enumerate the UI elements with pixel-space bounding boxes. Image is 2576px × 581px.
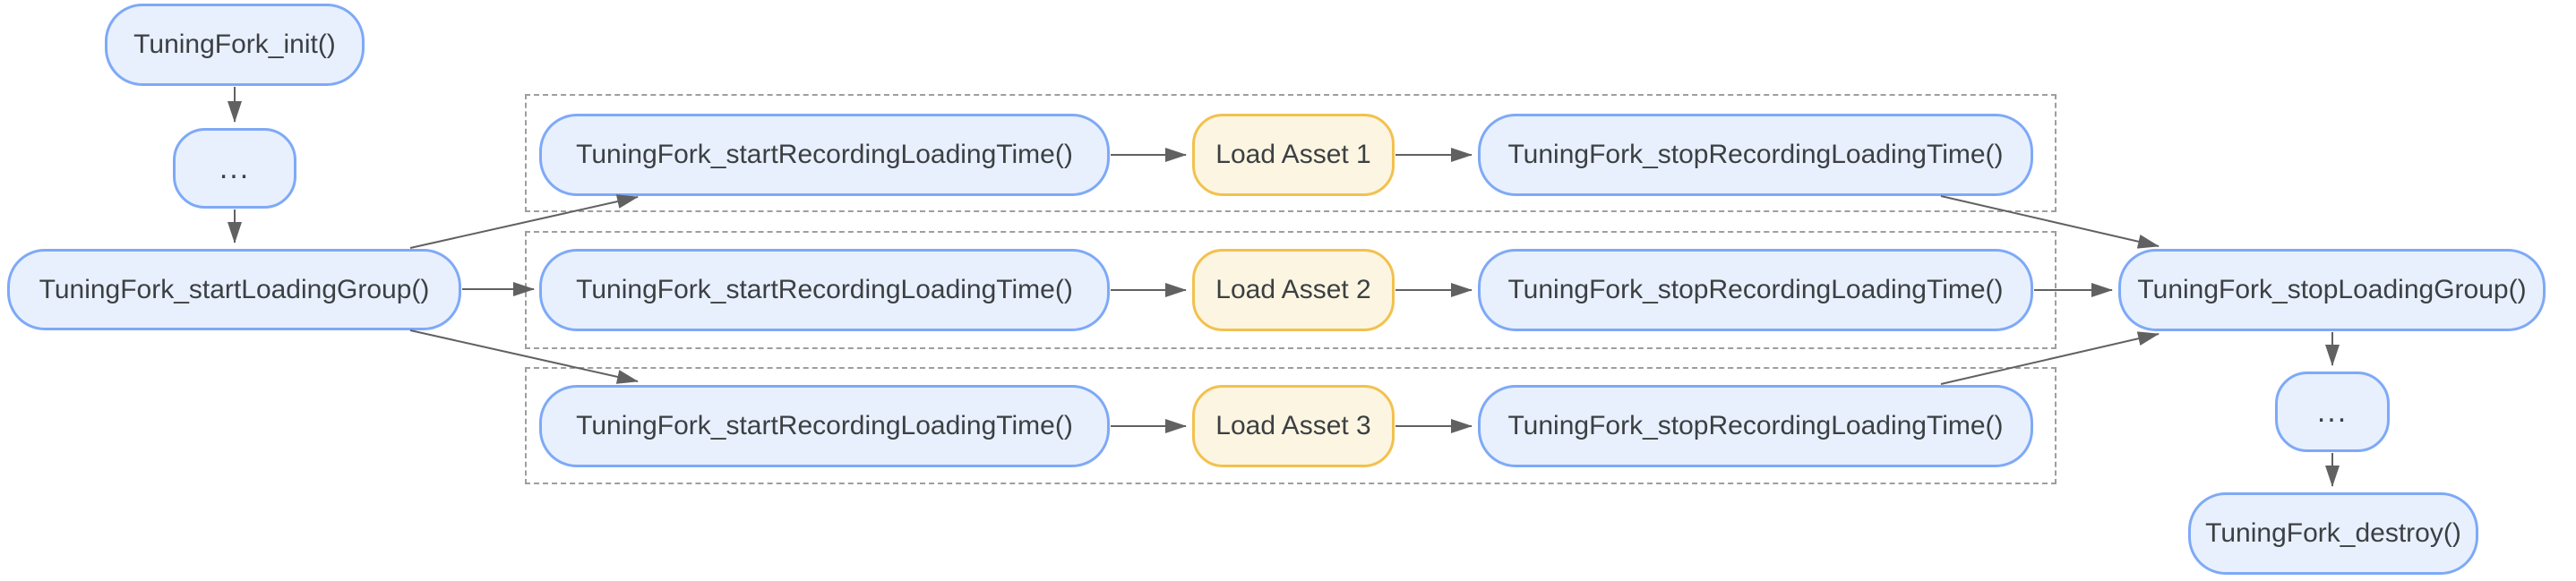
node-ellipsis-after-init: ... — [173, 128, 296, 209]
node-row3-start-recording-loading-time: TuningFork_startRecordingLoadingTime() — [539, 385, 1110, 467]
node-row1-load-asset-1: Load Asset 1 — [1192, 114, 1395, 196]
node-row2-load-asset-2: Load Asset 2 — [1192, 249, 1395, 331]
node-ellipsis-after-stop-group: ... — [2275, 372, 2390, 452]
node-row2-start-recording-loading-time: TuningFork_startRecordingLoadingTime() — [539, 249, 1110, 331]
node-tuningfork-stop-loading-group: TuningFork_stopLoadingGroup() — [2118, 249, 2546, 331]
node-row1-stop-recording-loading-time: TuningFork_stopRecordingLoadingTime() — [1478, 114, 2033, 196]
node-row3-stop-recording-loading-time: TuningFork_stopRecordingLoadingTime() — [1478, 385, 2033, 467]
node-row1-start-recording-loading-time: TuningFork_startRecordingLoadingTime() — [539, 114, 1110, 196]
node-row2-stop-recording-loading-time: TuningFork_stopRecordingLoadingTime() — [1478, 249, 2033, 331]
node-tuningfork-start-loading-group: TuningFork_startLoadingGroup() — [7, 249, 461, 330]
loading-group-row-3-box — [525, 367, 2057, 484]
loading-group-row-1-box — [525, 94, 2057, 212]
node-row3-load-asset-3: Load Asset 3 — [1192, 385, 1395, 467]
node-tuningfork-destroy: TuningFork_destroy() — [2188, 492, 2478, 575]
node-tuningfork-init: TuningFork_init() — [105, 4, 365, 86]
